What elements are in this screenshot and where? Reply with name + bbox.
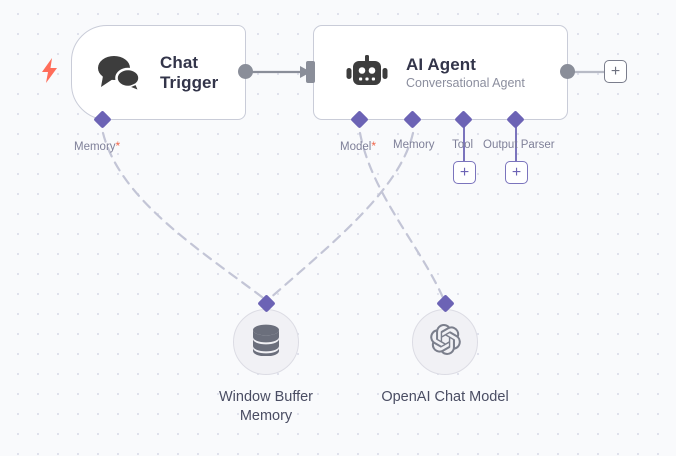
ai-agent-port-memory-label: Memory: [393, 139, 435, 151]
add-tool-button[interactable]: +: [453, 161, 476, 184]
openai-chat-model-label: OpenAI Chat Model: [381, 389, 509, 405]
add-node-button-output[interactable]: +: [604, 60, 627, 83]
lightning-bolt-icon: [41, 58, 59, 88]
ai-agent-port-model-label: Model*: [340, 139, 376, 153]
ai-agent-input-port[interactable]: [306, 61, 315, 83]
chat-trigger-output-port[interactable]: [238, 64, 253, 79]
add-output-parser-button[interactable]: +: [505, 161, 528, 184]
node-ai-agent-subtitle: Conversational Agent: [406, 76, 525, 91]
node-ai-agent[interactable]: AI Agent Conversational Agent: [313, 25, 568, 120]
node-chat-trigger-title: Chat Trigger: [160, 52, 219, 92]
openai-logo-icon: [429, 324, 461, 360]
plus-icon: +: [610, 62, 621, 80]
node-openai-chat-model[interactable]: OpenAI Chat Model: [380, 309, 510, 407]
robot-icon: [346, 54, 388, 91]
openai-chat-model-circle[interactable]: [412, 309, 478, 375]
edge-chattrigger-memory-to-window-buffer: [101, 131, 268, 302]
node-ai-agent-title: AI Agent: [406, 54, 477, 74]
node-chat-trigger-text: Chat Trigger: [160, 53, 245, 92]
required-asterisk: *: [371, 139, 376, 153]
ai-agent-port-model-text: Model: [340, 141, 372, 153]
required-asterisk: *: [115, 139, 121, 153]
edge-agent-memory-to-window-buffer: [266, 131, 415, 302]
plus-icon: +: [459, 163, 470, 181]
chat-trigger-port-memory-text: Memory: [74, 141, 116, 153]
chat-trigger-port-memory-label: Memory*: [74, 139, 120, 153]
database-icon: [251, 324, 281, 361]
ai-agent-output-port[interactable]: [560, 64, 575, 79]
edge-agent-model-to-openai: [358, 131, 446, 302]
window-buffer-memory-circle[interactable]: [233, 309, 299, 375]
node-chat-trigger[interactable]: Chat Trigger: [71, 25, 246, 120]
chat-bubbles-icon: [96, 54, 142, 92]
node-window-buffer-memory[interactable]: Window Buffer Memory: [201, 309, 331, 426]
plus-icon: +: [511, 163, 522, 181]
window-buffer-memory-label: Window Buffer Memory: [218, 389, 314, 424]
ai-agent-port-tool-label: Tool: [452, 139, 474, 151]
ai-agent-port-output-parser-label: Output Parser: [483, 139, 555, 151]
node-ai-agent-text: AI Agent Conversational Agent: [406, 55, 525, 91]
